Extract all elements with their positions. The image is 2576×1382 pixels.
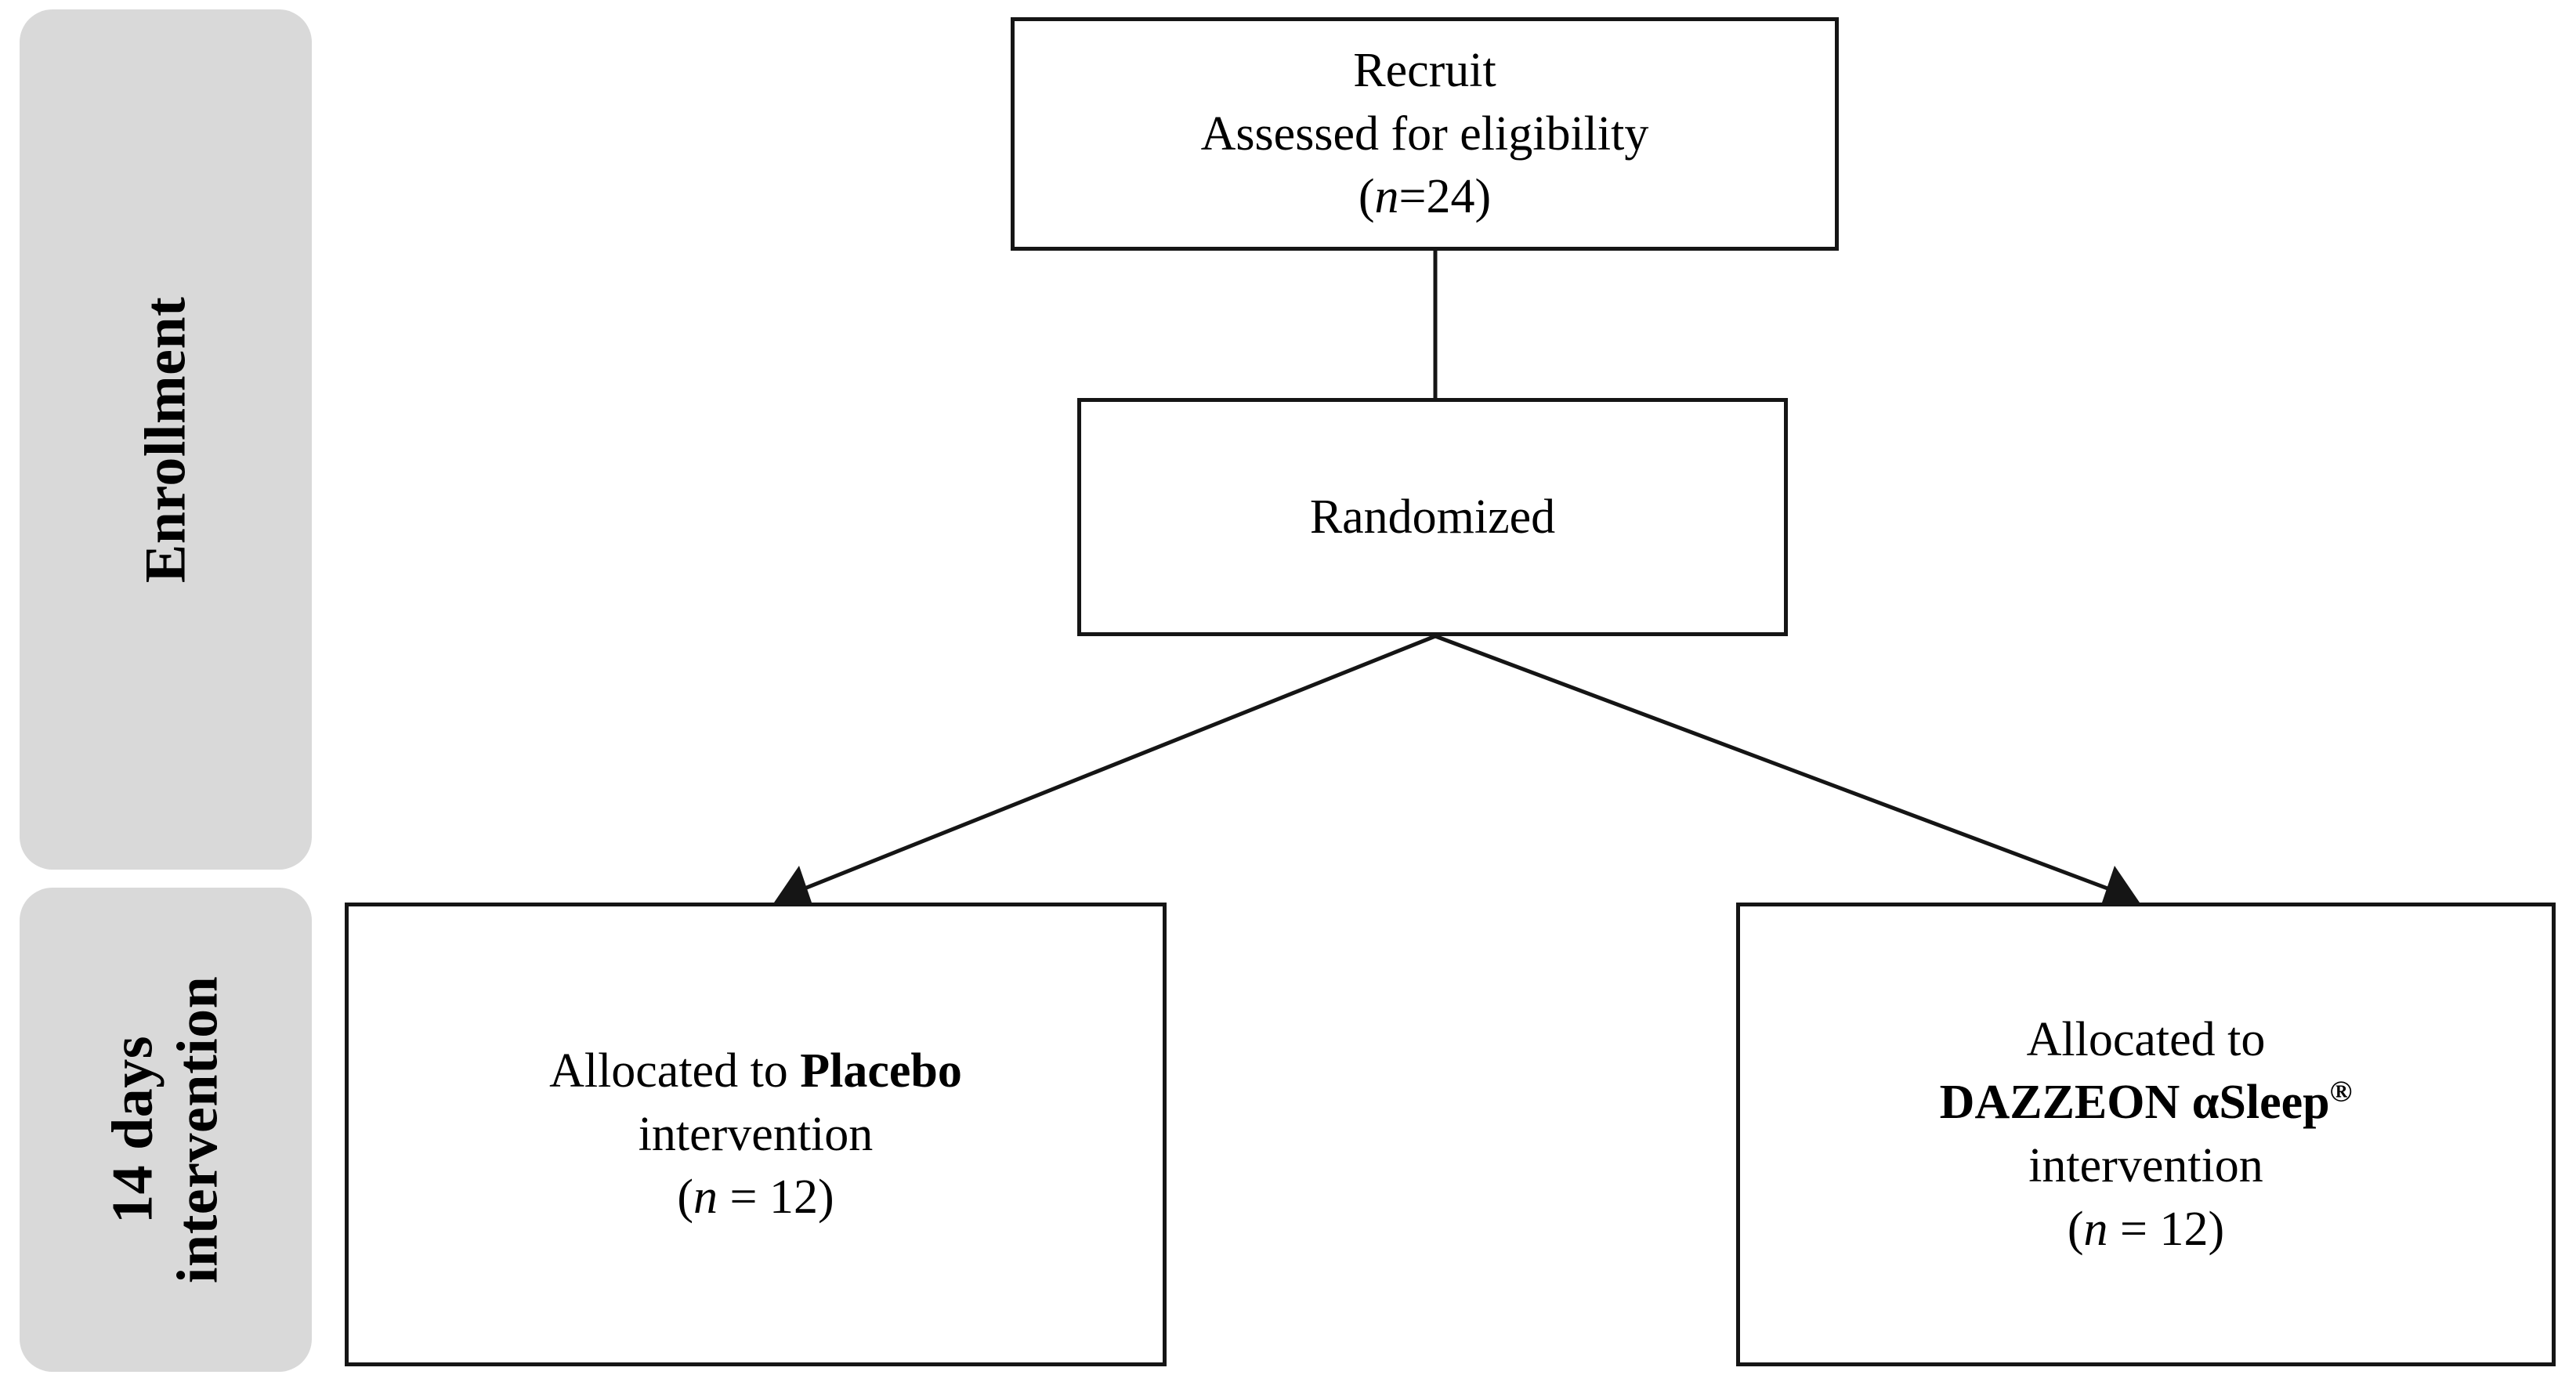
stage-label-enrollment: Enrollment (133, 296, 198, 583)
box-placebo-line1: Allocated to Placebo (549, 1044, 962, 1098)
paren-open: ( (1358, 170, 1375, 224)
paren-close: ) (817, 1170, 834, 1225)
registered-trademark-icon: ® (2329, 1075, 2353, 1109)
box-dazzeon: Allocated to DAZZEON αSleep® interventio… (1736, 903, 2556, 1366)
connector-randomized-to-dazzeon (1435, 634, 2133, 900)
n-value: = 12 (2107, 1202, 2209, 1256)
n-symbol: n (2083, 1202, 2108, 1256)
stage-panel-enrollment: Enrollment (20, 9, 312, 870)
n-symbol: n (693, 1170, 718, 1225)
n-value: =24 (1398, 170, 1475, 224)
box-randomized-label: Randomized (1309, 490, 1556, 544)
stage-label-intervention: 14 days intervention (100, 975, 230, 1284)
arm-name-placebo: Placebo (800, 1044, 962, 1098)
box-recruit: Recruit Assessed for eligibility (n=24) (1011, 17, 1839, 251)
arrowhead-placebo (774, 866, 812, 903)
box-placebo-sample-size: (n = 12) (677, 1170, 834, 1224)
paren-open: ( (2067, 1202, 2084, 1256)
stage-panel-intervention: 14 days intervention (20, 888, 312, 1372)
box-placebo-line2: intervention (638, 1107, 874, 1161)
connector-randomized-to-placebo (780, 634, 1436, 900)
box-randomized: Randomized (1077, 398, 1788, 636)
box-dazzeon-sample-size: (n = 12) (2068, 1203, 2224, 1256)
paren-close: ) (1474, 170, 1492, 224)
box-recruit-line1: Recruit (1353, 44, 1496, 98)
paren-open: ( (677, 1170, 693, 1225)
arrowhead-dazzeon (2102, 866, 2140, 903)
box-recruit-sample-size: (n=24) (1359, 170, 1491, 223)
paren-close: ) (2208, 1202, 2225, 1256)
box-placebo-text: Allocated to Placebo intervention (n = 1… (532, 1040, 979, 1229)
n-value: = 12 (718, 1170, 818, 1225)
allocated-prefix: Allocated to (549, 1044, 801, 1098)
box-dazzeon-line3: intervention (2028, 1139, 2263, 1192)
box-recruit-line2: Assessed for eligibility (1200, 107, 1649, 161)
n-symbol: n (1374, 170, 1399, 224)
box-recruit-text: Recruit Assessed for eligibility (n=24) (1184, 39, 1666, 229)
box-dazzeon-line2: DAZZEON αSleep® (1940, 1076, 2353, 1129)
box-placebo: Allocated to Placebo intervention (n = 1… (345, 903, 1167, 1366)
box-dazzeon-text: Allocated to DAZZEON αSleep® interventio… (1923, 1008, 2370, 1261)
arm-name-dazzeon: DAZZEON αSleep (1939, 1076, 2330, 1130)
box-dazzeon-line1: Allocated to (2026, 1012, 2266, 1066)
